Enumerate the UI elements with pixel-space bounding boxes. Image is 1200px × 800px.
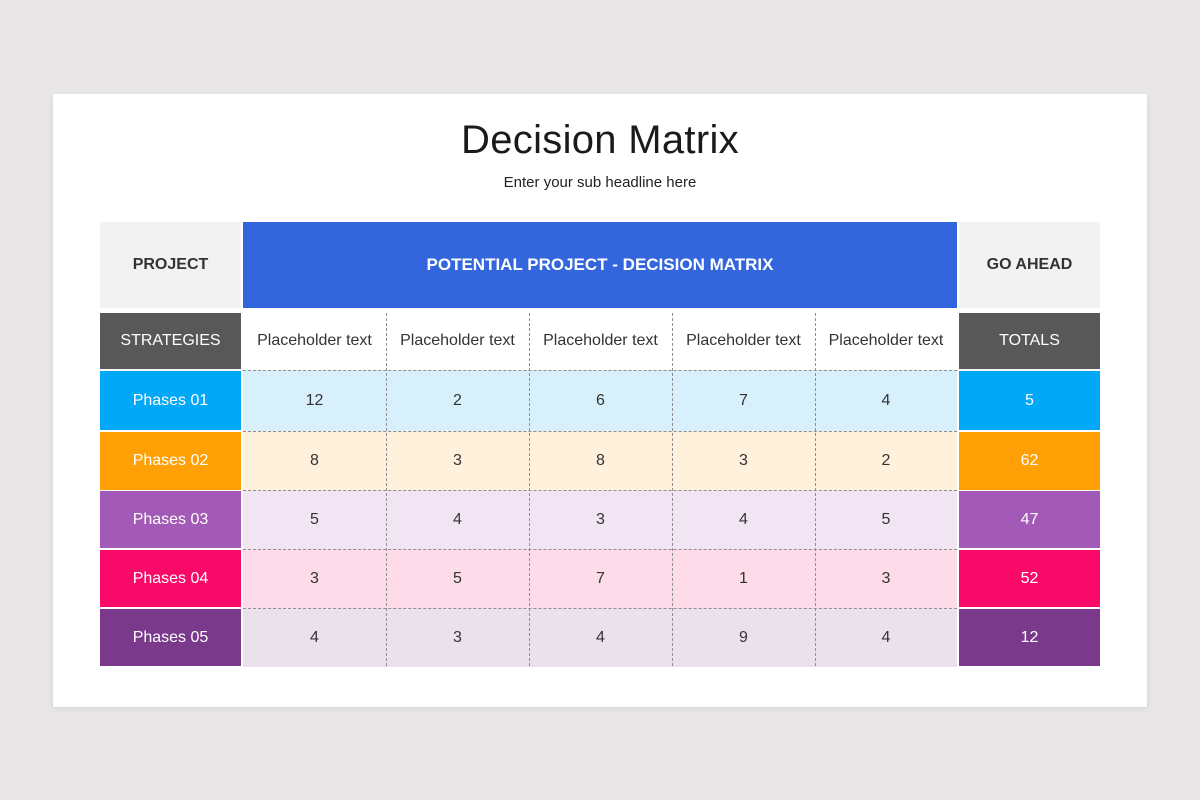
table-cell: 4	[453, 510, 462, 528]
phase-label: Phases 04	[100, 550, 241, 607]
table-cell: 3	[453, 628, 462, 646]
header-strategies: STRATEGIES	[100, 313, 241, 369]
row-background	[243, 431, 957, 491]
table-cell: 2	[453, 391, 462, 409]
row-divider	[243, 370, 957, 371]
total-value: 47	[959, 491, 1100, 548]
table-cell: 7	[596, 569, 605, 587]
row-background	[243, 370, 957, 431]
column-header: Placeholder text	[243, 313, 386, 369]
table-cell: 3	[739, 452, 748, 469]
header-decision-matrix: POTENTIAL PROJECT - DECISION MATRIX	[243, 222, 957, 308]
phase-label: Phases 03	[100, 491, 241, 548]
column-header: Placeholder text	[672, 313, 815, 369]
slide-subtitle: Enter your sub headline here	[503, 174, 697, 191]
header-project: PROJECT	[100, 222, 241, 308]
column-divider	[386, 313, 387, 666]
row-divider	[243, 608, 957, 609]
phase-label: Phases 05	[100, 609, 241, 666]
table-cell: 12	[305, 391, 324, 409]
table-cell: 4	[881, 391, 891, 409]
column-header: Placeholder text	[815, 313, 957, 369]
table-cell: 4	[310, 628, 319, 646]
table-cell: 4	[881, 628, 891, 646]
table-cell: 3	[453, 452, 462, 469]
table-cell: 8	[596, 452, 605, 469]
total-value: 12	[959, 609, 1100, 666]
row-background	[243, 549, 957, 608]
row-background	[243, 608, 957, 667]
table-cell: 7	[739, 391, 748, 409]
table-cell: 1	[739, 569, 748, 587]
table-cell: 6	[596, 391, 605, 409]
column-divider	[815, 313, 816, 666]
slide-title: Decision Matrix	[461, 118, 739, 162]
phase-label: Phases 02	[100, 432, 241, 490]
table-cell: 8	[310, 452, 319, 469]
row-divider	[243, 549, 957, 550]
row-divider	[243, 431, 957, 432]
table-cell: 3	[596, 510, 605, 528]
header-go-ahead: GO AHEAD	[959, 222, 1100, 308]
column-header: Placeholder text	[386, 313, 529, 369]
table-cell: 3	[310, 569, 319, 587]
table-cell: 9	[739, 628, 748, 646]
total-value: 62	[959, 432, 1100, 490]
table-cell: 2	[881, 452, 891, 469]
row-background	[243, 490, 957, 549]
table-cell: 4	[596, 628, 605, 646]
column-divider	[529, 313, 530, 666]
column-divider	[672, 313, 673, 666]
table-cell: 4	[739, 510, 748, 528]
table-cell: 5	[453, 569, 462, 587]
phase-label: Phases 01	[100, 371, 241, 430]
total-value: 52	[959, 550, 1100, 607]
table-cell: 5	[310, 510, 319, 528]
row-divider	[243, 490, 957, 491]
header-totals: TOTALS	[959, 313, 1100, 369]
column-header: Placeholder text	[529, 313, 672, 369]
total-value: 5	[959, 371, 1100, 430]
table-cell: 5	[881, 510, 891, 528]
table-cell: 3	[881, 569, 891, 587]
